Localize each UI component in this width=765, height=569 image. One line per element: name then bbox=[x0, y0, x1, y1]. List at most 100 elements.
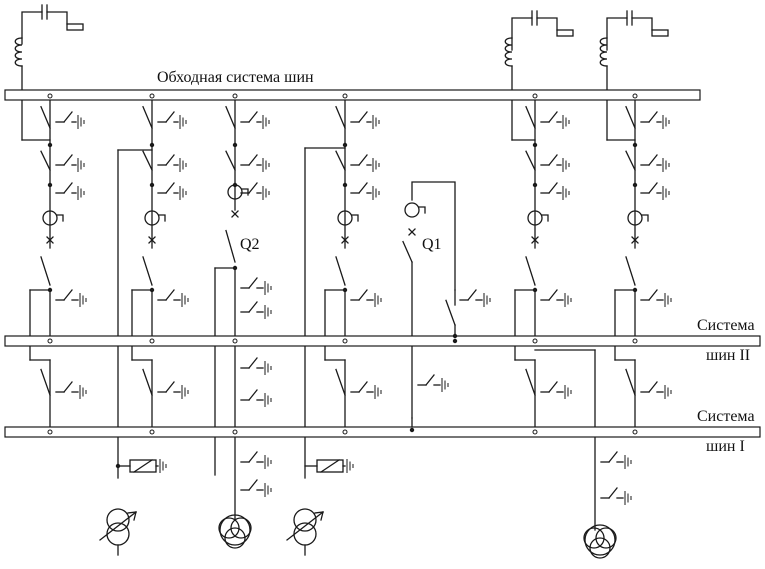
earth-blade bbox=[358, 111, 368, 123]
ground-symbol bbox=[264, 281, 272, 295]
earth-blade bbox=[165, 289, 175, 301]
ground-symbol bbox=[264, 305, 272, 319]
bus-tap-point bbox=[632, 429, 638, 435]
switch-blade bbox=[335, 368, 346, 396]
ground-symbol bbox=[264, 483, 272, 497]
ground-symbol bbox=[564, 293, 572, 307]
switch-blade bbox=[525, 150, 536, 171]
earthing-switch bbox=[350, 111, 372, 123]
regulating-transformer bbox=[286, 508, 324, 556]
wire bbox=[411, 181, 456, 291]
three-winding-transformer bbox=[583, 524, 617, 559]
junction-dot bbox=[342, 142, 348, 148]
earth-blade bbox=[608, 451, 618, 463]
bypass-busbar bbox=[4, 89, 701, 101]
disconnector bbox=[142, 368, 153, 396]
breaker-symbol bbox=[46, 236, 54, 244]
earthing-switch bbox=[350, 381, 374, 393]
earthing-switch bbox=[240, 389, 264, 401]
earth-blade bbox=[248, 301, 258, 313]
ct-tail bbox=[541, 214, 549, 222]
earth-blade bbox=[548, 111, 558, 123]
disconnector bbox=[525, 150, 536, 171]
ct-circle bbox=[337, 210, 353, 226]
wiring-layer bbox=[21, 65, 636, 531]
three-winding-transformer bbox=[218, 514, 252, 549]
earth-blade bbox=[248, 154, 258, 166]
busbar-system-2 bbox=[4, 335, 761, 347]
disconnector bbox=[525, 105, 536, 129]
earth-blade bbox=[648, 182, 658, 194]
coupling-capacitor bbox=[606, 10, 669, 51]
earthing-switch bbox=[640, 381, 664, 393]
earth-blade bbox=[608, 487, 618, 499]
switch-blade bbox=[225, 150, 236, 171]
switch-blade bbox=[625, 256, 636, 286]
earthing-switch bbox=[540, 182, 562, 194]
transformer-outline bbox=[584, 524, 616, 556]
earthing-switch bbox=[157, 182, 179, 194]
breaker-symbol bbox=[231, 210, 239, 218]
earth-blade bbox=[358, 154, 368, 166]
junction-dot bbox=[149, 287, 155, 293]
ground-symbol bbox=[179, 115, 187, 129]
ground-symbol bbox=[179, 186, 187, 200]
disconnector bbox=[625, 105, 636, 129]
ct-tail bbox=[56, 214, 64, 222]
ground-symbol bbox=[374, 385, 382, 399]
switch-blade bbox=[525, 368, 536, 396]
winding-circle bbox=[595, 527, 617, 549]
current-transformer bbox=[42, 210, 64, 226]
earthing-switch bbox=[350, 289, 374, 301]
bus-tap-point bbox=[47, 429, 53, 435]
switch-blade bbox=[335, 105, 346, 129]
ground-symbol bbox=[562, 158, 570, 172]
ground-symbol bbox=[372, 186, 380, 200]
ground-symbol bbox=[664, 293, 672, 307]
current-transformer bbox=[144, 210, 166, 226]
breaker-symbol bbox=[148, 236, 156, 244]
bus-tap-point bbox=[532, 338, 538, 344]
earthing-switch bbox=[157, 154, 179, 166]
regulation-arrow bbox=[314, 511, 324, 514]
disconnector bbox=[335, 256, 346, 286]
earth-blade bbox=[165, 381, 175, 393]
current-transformer bbox=[404, 202, 426, 218]
coupling-capacitor bbox=[21, 4, 84, 45]
bus-tap-point bbox=[232, 429, 238, 435]
breaker-mark bbox=[408, 228, 416, 236]
ct-tail bbox=[241, 188, 249, 196]
earth-blade bbox=[548, 289, 558, 301]
junction-dot bbox=[632, 142, 638, 148]
ground-symbol bbox=[79, 293, 87, 307]
ground-symbol bbox=[564, 385, 572, 399]
regulation-arrow bbox=[127, 511, 137, 514]
ground-symbol bbox=[483, 293, 491, 307]
switch-blade bbox=[402, 240, 413, 263]
switch-blade bbox=[142, 368, 153, 396]
cap-lead bbox=[606, 17, 628, 51]
disconnector bbox=[40, 105, 51, 129]
breaker-symbol bbox=[408, 228, 416, 236]
disconnector bbox=[40, 256, 51, 286]
ground-symbol bbox=[346, 459, 354, 473]
regulation-arrow bbox=[286, 511, 324, 541]
earthing-switch bbox=[417, 374, 441, 386]
ground-symbol bbox=[372, 115, 380, 129]
earthing-switch bbox=[640, 154, 662, 166]
earthing-switch bbox=[240, 154, 262, 166]
ground-symbol bbox=[374, 293, 382, 307]
earth-blade bbox=[63, 154, 73, 166]
coupling-capacitor bbox=[511, 10, 574, 51]
breaker-q2-label: Q2 bbox=[240, 236, 260, 253]
earthing-switch bbox=[240, 479, 264, 491]
ground-symbol bbox=[441, 378, 449, 392]
arrester-mark bbox=[133, 459, 153, 473]
junction-dot bbox=[47, 182, 53, 188]
disconnector bbox=[225, 105, 236, 129]
earthing-switch bbox=[600, 487, 624, 499]
arrester-mark bbox=[320, 459, 340, 473]
bus-tap-point bbox=[532, 429, 538, 435]
ground-symbol bbox=[77, 186, 85, 200]
